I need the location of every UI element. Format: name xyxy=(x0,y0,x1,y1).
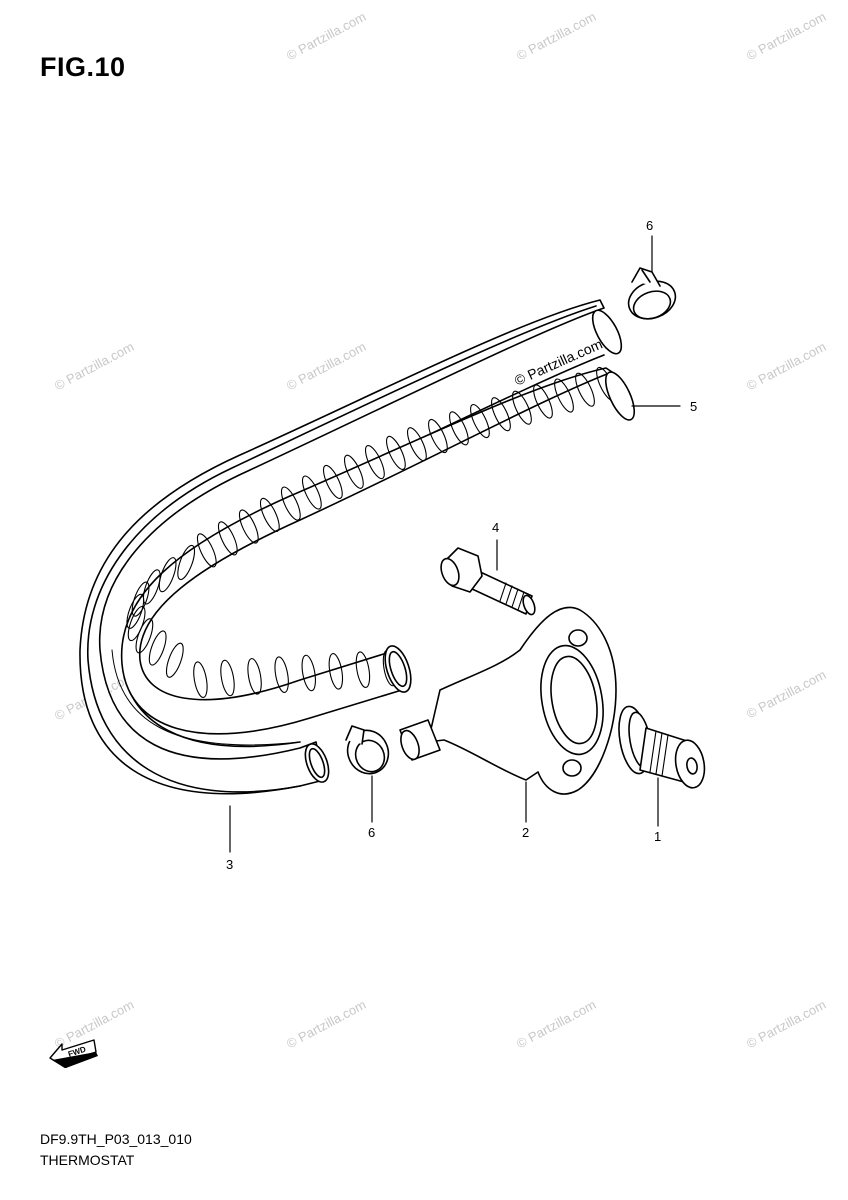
hose-corrugation xyxy=(247,658,262,695)
hose-corrugation xyxy=(193,661,208,698)
section-name: THERMOSTAT xyxy=(40,1152,135,1168)
hose-corrugation xyxy=(131,581,150,617)
hose-corrugation xyxy=(328,653,344,690)
hose-corrugation xyxy=(385,435,406,470)
hose-corrugation xyxy=(301,654,316,692)
callout-thermostat[interactable]: 1 xyxy=(654,829,662,844)
hose-corrugation xyxy=(196,533,217,568)
hose-corrugation xyxy=(470,403,490,439)
hose-corrugation xyxy=(428,418,448,454)
hose-corrugation xyxy=(238,509,259,544)
hose-corrugation xyxy=(259,497,280,532)
smooth-hose-part[interactable] xyxy=(79,299,627,795)
thermostat-cover-part[interactable] xyxy=(397,606,617,795)
hose-corrugation xyxy=(364,445,385,480)
hose-corrugation xyxy=(449,411,469,446)
corrugated-hose-part[interactable] xyxy=(120,365,640,735)
bolt-part[interactable] xyxy=(438,547,537,616)
callout-thermostat-cover[interactable]: 2 xyxy=(522,825,530,840)
hose-corrugation xyxy=(355,651,371,688)
thermostat-part[interactable] xyxy=(614,704,708,790)
hose-corrugation xyxy=(301,475,322,510)
leader-lines xyxy=(229,235,681,853)
hose-corrugation xyxy=(274,656,289,693)
callout-bolt[interactable]: 4 xyxy=(492,520,500,535)
hose-corrugation xyxy=(217,521,238,556)
hose-corrugation xyxy=(165,642,184,678)
hose-corrugation xyxy=(148,630,167,666)
figure-title: FIG.10 xyxy=(40,52,126,82)
hose-corrugation xyxy=(575,372,595,407)
hose-corrugation xyxy=(512,390,532,425)
callout-clamp-bottom[interactable]: 6 xyxy=(368,825,376,840)
hose-corrugation xyxy=(220,659,235,697)
hose-corrugation xyxy=(343,454,364,489)
diagram-code: DF9.9TH_P03_013_010 xyxy=(40,1131,192,1147)
hose-corrugation xyxy=(322,464,343,499)
callout-smooth-hose[interactable]: 3 xyxy=(226,857,234,872)
hose-corrugation xyxy=(177,544,196,581)
hose-corrugation xyxy=(533,384,553,419)
forward-arrow-icon: FWD xyxy=(49,1039,98,1068)
hose-corrugation xyxy=(407,427,427,462)
hose-corrugation xyxy=(491,397,511,432)
callout-clamp-top[interactable]: 6 xyxy=(646,218,654,233)
hose-clamp-bottom-part[interactable] xyxy=(341,724,396,781)
hose-corrugation xyxy=(280,486,301,521)
callout-corrugated-hose[interactable]: 5 xyxy=(690,399,698,414)
hose-corrugation xyxy=(554,378,574,413)
hose-corrugation xyxy=(135,618,154,654)
hose-corrugation xyxy=(158,557,177,593)
hose-clamp-top-part[interactable] xyxy=(623,267,680,325)
